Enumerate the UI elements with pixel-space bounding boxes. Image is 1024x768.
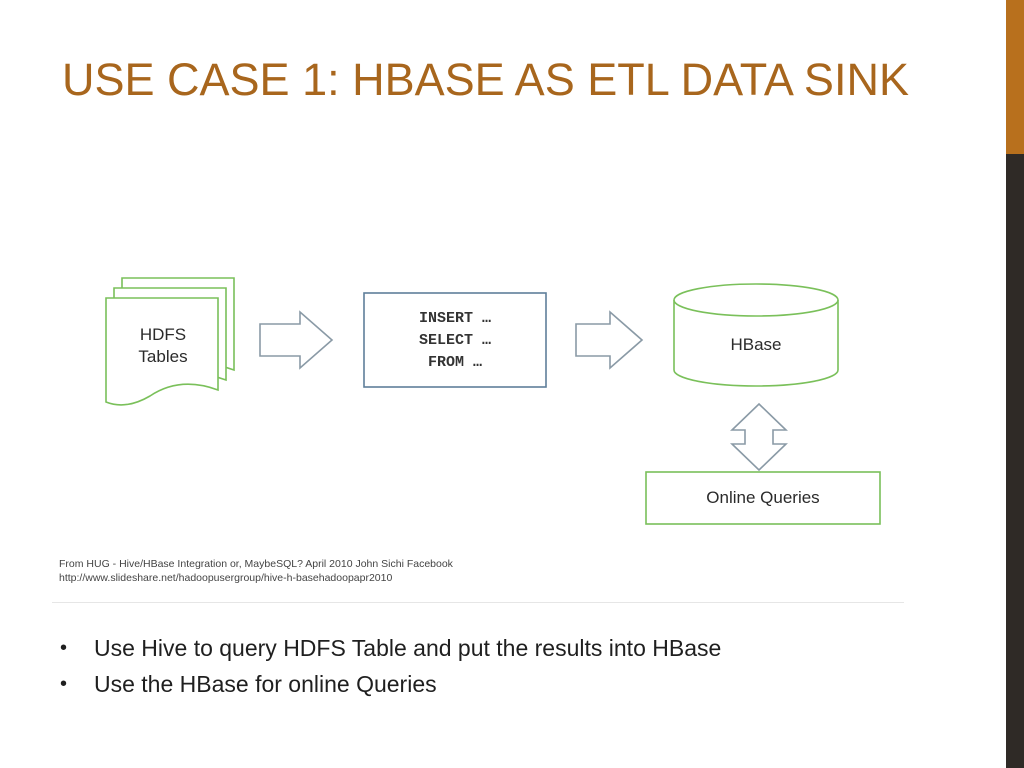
hbase-label: HBase	[730, 335, 782, 354]
caption-line-1: From HUG - Hive/HBase Integration or, Ma…	[59, 558, 453, 570]
sql-line-insert: INSERT …	[418, 310, 491, 327]
online-queries-label: Online Queries	[706, 488, 820, 507]
slide-accent-bar	[1006, 0, 1024, 768]
hdfs-tables-node	[105, 277, 235, 406]
diagram-figure: HDFS Tables INSERT … SELECT … FROM … HBa…	[46, 258, 906, 603]
caption-line-2: http://www.slideshare.net/hadoopusergrou…	[59, 572, 393, 584]
hdfs-label-line-2: Tables	[138, 347, 188, 366]
diagram-canvas	[105, 277, 881, 525]
bullet-text-2: Use the HBase for online Queries	[94, 671, 437, 697]
caption-separator	[52, 602, 904, 603]
online-queries-box	[645, 471, 881, 525]
bullet-dot-icon: •	[60, 637, 68, 659]
hbase-cylinder	[673, 283, 839, 387]
bullet-item: • Use Hive to query HDFS Table and put t…	[58, 630, 958, 666]
hdfs-tables-label: HDFS Tables	[108, 324, 218, 368]
flow-arrow-1	[259, 310, 334, 370]
bullet-item: • Use the HBase for online Queries	[58, 666, 958, 702]
slide-title: USE CASE 1: HBASE AS ETL DATA SINK	[62, 54, 909, 105]
bullet-text-1: Use Hive to query HDFS Table and put the…	[94, 635, 722, 661]
sql-line-select: SELECT …	[418, 332, 491, 349]
flow-arrow-2	[575, 310, 644, 370]
bidirectional-arrow	[730, 402, 788, 472]
sql-box-text: INSERT … SELECT … FROM …	[364, 308, 546, 374]
hdfs-label-line-1: HDFS	[139, 325, 187, 344]
sql-box	[363, 292, 547, 388]
sql-line-from: FROM …	[427, 354, 482, 371]
figure-caption: From HUG - Hive/HBase Integration or, Ma…	[59, 557, 659, 585]
bullet-dot-icon: •	[60, 673, 68, 695]
bullet-list: • Use Hive to query HDFS Table and put t…	[58, 630, 958, 702]
slide-accent-orange	[1006, 0, 1024, 154]
